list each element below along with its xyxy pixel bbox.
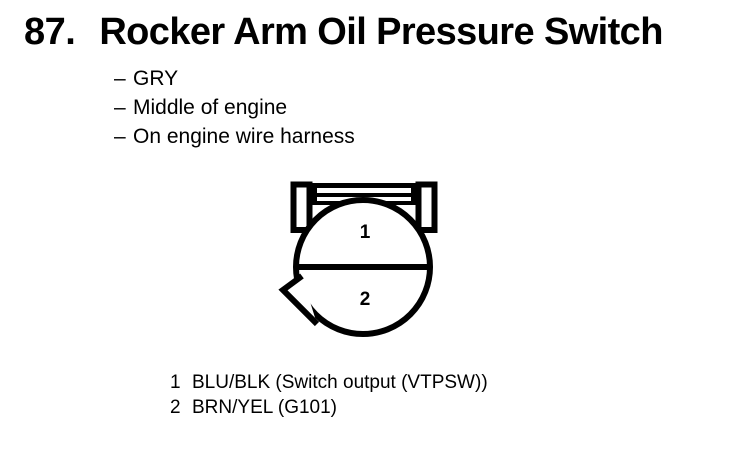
spec-item-label: GRY <box>133 67 179 90</box>
header-item-number: 87. <box>24 11 76 53</box>
legend-pin-label: BRN/YEL (G101) <box>192 397 338 418</box>
legend-pin-number: 1 <box>170 372 181 393</box>
dash-icon: – <box>114 96 126 119</box>
dash-icon: – <box>114 125 126 148</box>
page-header: 87. Rocker Arm Oil Pressure Switch <box>24 11 734 57</box>
latch-rib-gap-upper <box>317 188 411 193</box>
spec-item-label: On engine wire harness <box>133 125 355 148</box>
spec-item: – Middle of engine <box>114 93 614 122</box>
connector-illustration: 1 2 <box>278 181 438 337</box>
spec-item: – GRY <box>114 64 614 93</box>
pin-number-1: 1 <box>360 222 371 243</box>
legend-pin-number: 2 <box>170 397 181 418</box>
pin-number-2: 2 <box>360 289 371 310</box>
spec-item-label: Middle of engine <box>133 96 288 119</box>
right-tab-icon <box>415 181 438 233</box>
legend-pin-label: BLU/BLK (Switch output (VTPSW)) <box>192 372 488 393</box>
left-tab-icon <box>290 181 313 233</box>
keying-notch-icon <box>278 273 320 327</box>
connector-diagram: 1 2 <box>270 172 455 344</box>
page-title: Rocker Arm Oil Pressure Switch <box>99 11 663 53</box>
pin-legend: 1 BLU/BLK (Switch output (VTPSW)) 2 BRN/… <box>170 370 710 420</box>
spec-item: – On engine wire harness <box>114 122 614 151</box>
dash-icon: – <box>114 67 126 90</box>
legend-row: 1 BLU/BLK (Switch output (VTPSW)) <box>170 370 710 395</box>
legend-row: 2 BRN/YEL (G101) <box>170 395 710 420</box>
spec-list: – GRY – Middle of engine – On engine wir… <box>114 64 614 151</box>
